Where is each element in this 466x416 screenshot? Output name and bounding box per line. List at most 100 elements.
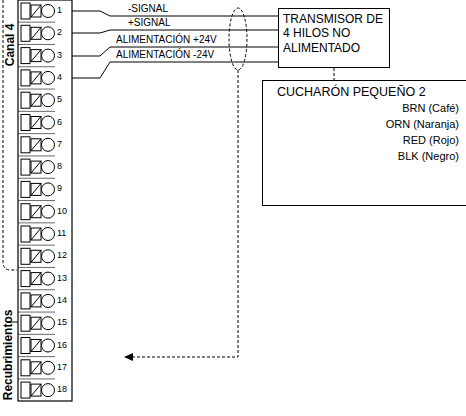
dashed-connector [334, 68, 335, 80]
shield-ellipse [229, 8, 247, 70]
channel-bracket [3, 0, 17, 270]
terminal-clamp [21, 226, 30, 242]
row-divider [18, 222, 55, 223]
row-divider [18, 178, 55, 179]
wire-color-label: BLK (Negro) [398, 150, 459, 163]
row-divider [18, 267, 55, 268]
terminal-clamp [21, 360, 30, 376]
screw-slot [31, 117, 41, 129]
screw-slot [31, 50, 41, 62]
terminal-clamp [21, 115, 30, 131]
terminal-number: 18 [57, 384, 67, 394]
row-divider [18, 133, 55, 134]
terminal-screw-box [31, 295, 41, 307]
wire-color-label: RED (Rojo) [403, 134, 459, 147]
terminal-clamp [21, 204, 30, 220]
row-divider [18, 89, 55, 90]
terminal-block [18, 0, 72, 401]
terminal-screw [42, 384, 55, 397]
screw-slot [31, 295, 41, 307]
terminal-screw [42, 361, 55, 374]
channel-label: Canal 4 [4, 24, 18, 67]
row-divider [18, 111, 55, 112]
terminal-screw-box [31, 50, 41, 62]
terminal-screw [42, 161, 55, 174]
screw-slot [31, 161, 41, 173]
terminal-screw [42, 49, 55, 62]
signal-name: -SIGNAL [128, 3, 168, 15]
screw-slot [31, 94, 41, 106]
terminal-number: 10 [57, 206, 67, 216]
screw-slot [31, 183, 41, 195]
terminal-screw [42, 116, 55, 129]
terminal-screw-box [31, 317, 41, 329]
terminal-screw-box [31, 27, 41, 39]
terminal-clamp [21, 48, 30, 64]
terminal-clamp [21, 70, 30, 86]
signal-name: +SIGNAL [128, 17, 171, 29]
row-divider [18, 356, 55, 357]
box-title: CUCHARÓN PEQUEÑO 2 [277, 85, 426, 100]
row-divider [18, 334, 55, 335]
screw-slot [31, 27, 41, 39]
terminal-screw [42, 138, 55, 151]
terminal-screw-box [31, 228, 41, 240]
terminal-clamp [21, 3, 30, 19]
row-divider [18, 378, 55, 379]
row-divider [18, 289, 55, 290]
terminal-number: 2 [57, 27, 62, 37]
terminal-screw-box [31, 72, 41, 84]
screw-slot [31, 317, 41, 329]
screw-slot [31, 340, 41, 352]
terminal-screw [42, 317, 55, 330]
terminal-number: 7 [57, 139, 62, 149]
screw-slot [31, 5, 41, 17]
terminal-screw [42, 272, 55, 285]
screw-slot [31, 72, 41, 84]
terminal-clamp [21, 293, 30, 309]
terminal-screw [42, 294, 55, 307]
shield-drain-line [130, 70, 238, 357]
terminal-screw-box [31, 206, 41, 218]
screw-slot [31, 228, 41, 240]
terminal-number: 13 [57, 273, 67, 283]
transmitter-box: TRANSMISOR DE 4 HILOS NO ALIMENTADO [278, 8, 390, 68]
terminal-clamp [21, 159, 30, 175]
screw-slot [31, 273, 41, 285]
terminal-screw [42, 228, 55, 241]
row-divider [18, 66, 55, 67]
terminal-screw [42, 27, 55, 40]
terminal-number: 15 [57, 317, 67, 327]
terminal-screw [42, 339, 55, 352]
terminal-clamp [21, 248, 30, 264]
wire-color-label: ORN (Naranja) [386, 118, 459, 131]
terminal-screw-box [31, 5, 41, 17]
terminal-clamp [21, 271, 30, 287]
terminal-screw [42, 94, 55, 107]
terminal-clamp [21, 25, 30, 41]
row-divider [18, 22, 55, 23]
terminal-clamp [21, 181, 30, 197]
terminal-clamp [21, 382, 30, 398]
terminal-clamp [21, 338, 30, 354]
row-divider [18, 200, 55, 201]
terminal-number: 9 [57, 183, 62, 193]
terminal-screw [42, 5, 55, 18]
signal-name: ALIMENTACIÓN +24V [116, 34, 217, 46]
terminal-number: 16 [57, 340, 67, 350]
box-title: TRANSMISOR DE 4 HILOS NO ALIMENTADO [279, 9, 389, 58]
terminal-number: 11 [57, 228, 66, 238]
covers-label: Recubrimientos [2, 310, 16, 401]
signal-name: ALIMENTACIÓN -24V [116, 49, 214, 61]
row-divider [18, 155, 55, 156]
terminal-number: 12 [57, 250, 67, 260]
row-divider [18, 44, 55, 45]
terminal-screw-box [31, 161, 41, 173]
terminal-screw-box [31, 384, 41, 396]
terminal-clamp [21, 92, 30, 108]
terminal-screw-box [31, 139, 41, 151]
arrowhead [124, 353, 133, 361]
screw-slot [31, 362, 41, 374]
